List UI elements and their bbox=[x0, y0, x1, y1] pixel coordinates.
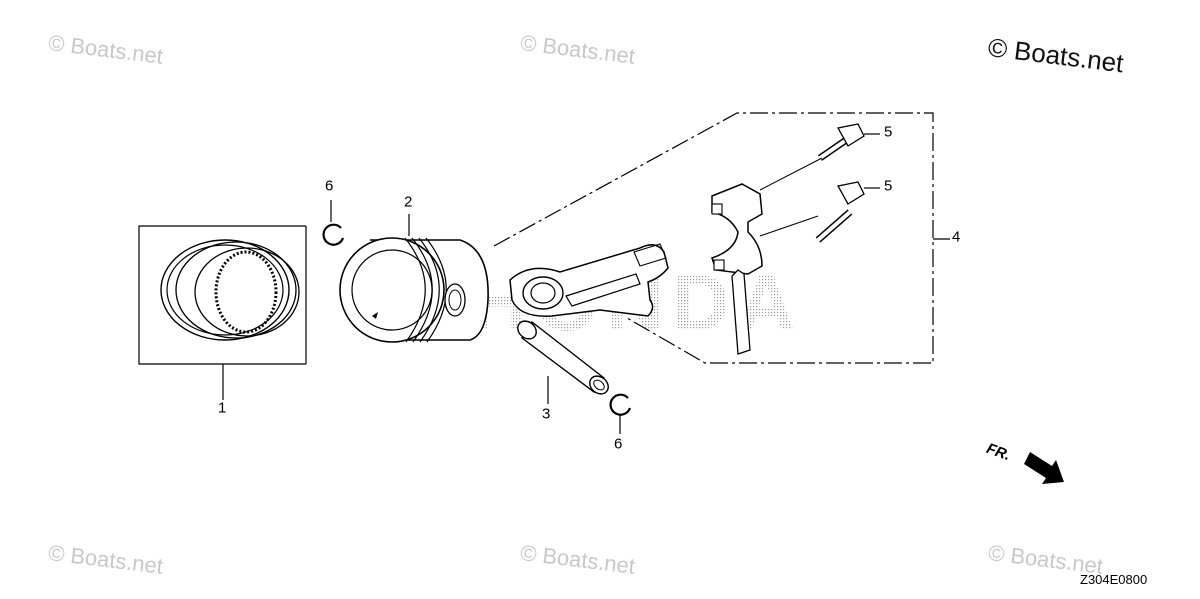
callout-5-lower: 5 bbox=[884, 177, 892, 194]
piston-pin[interactable] bbox=[514, 317, 612, 404]
diagram-code: Z304E0800 bbox=[1080, 572, 1148, 587]
callout-5-upper: 5 bbox=[884, 123, 892, 140]
callout-6-right: 6 bbox=[614, 435, 622, 452]
callout-4: 4 bbox=[952, 228, 960, 245]
clip-right[interactable] bbox=[609, 393, 632, 434]
piston[interactable] bbox=[339, 214, 489, 343]
piston-ring-set[interactable] bbox=[138, 225, 307, 400]
callout-3: 3 bbox=[542, 405, 550, 422]
callout-1: 1 bbox=[218, 399, 226, 416]
clip-left[interactable] bbox=[322, 200, 345, 246]
callout-2: 2 bbox=[404, 193, 412, 210]
front-direction-arrow-icon bbox=[1024, 452, 1064, 484]
connecting-rod-assembly[interactable] bbox=[493, 112, 950, 364]
callout-6-left: 6 bbox=[325, 177, 333, 194]
